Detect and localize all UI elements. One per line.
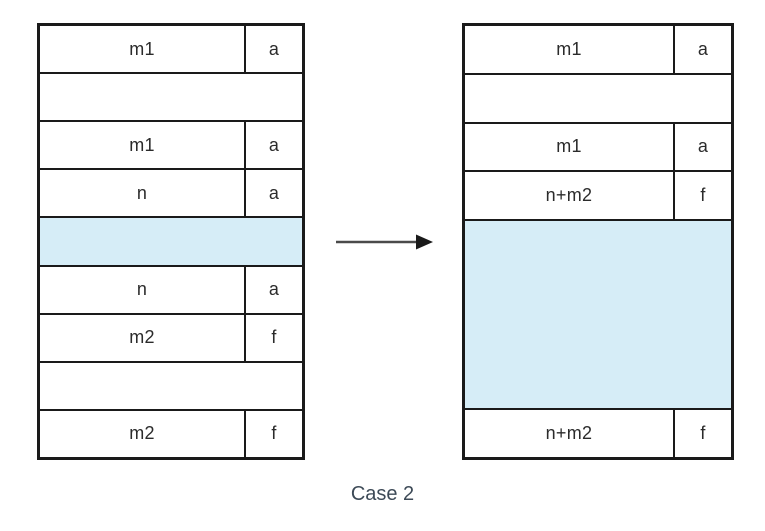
block-size-label: m1 bbox=[556, 136, 582, 157]
memory-block-row: n+m2 f bbox=[465, 172, 731, 222]
block-status-tag: a bbox=[673, 26, 731, 73]
block-size-label: n+m2 bbox=[545, 185, 593, 206]
block-status-tag: f bbox=[673, 172, 731, 220]
free-space-row bbox=[40, 218, 302, 267]
block-size-label: n+m2 bbox=[545, 423, 593, 444]
free-space-row bbox=[465, 221, 731, 411]
arrow-head bbox=[416, 234, 433, 250]
block-status-tag: a bbox=[673, 123, 731, 171]
block-status-tag: f bbox=[673, 410, 731, 458]
block-status-tag: f bbox=[244, 410, 302, 457]
block-status-tag: a bbox=[244, 266, 302, 313]
block-size-label: m1 bbox=[129, 134, 155, 155]
block-status-tag: a bbox=[244, 122, 302, 169]
blank-row bbox=[465, 74, 731, 124]
memory-block-row: m1 a bbox=[40, 122, 302, 171]
block-size-label: m1 bbox=[556, 38, 582, 59]
block-status-tag: a bbox=[244, 26, 302, 73]
block-size-label: n bbox=[136, 182, 148, 203]
block-size-label: n bbox=[136, 279, 148, 300]
memory-block-row: n+m2 f bbox=[465, 410, 731, 458]
figure-caption: Case 2 bbox=[350, 483, 415, 505]
right-arrow-icon bbox=[330, 230, 436, 254]
block-status-tag: f bbox=[244, 314, 302, 361]
blank-row bbox=[40, 74, 302, 123]
memory-layout-after: m1 a m1 a n+m2 f n+m2 f bbox=[462, 23, 734, 460]
block-size-label: m1 bbox=[129, 38, 155, 59]
blank-row bbox=[40, 362, 302, 411]
memory-block-row: m1 a bbox=[465, 123, 731, 173]
memory-block-row: m1 a bbox=[465, 26, 731, 75]
memory-block-row: m1 a bbox=[40, 26, 302, 75]
block-size-label: m2 bbox=[129, 327, 155, 348]
memory-block-row: m2 f bbox=[40, 410, 302, 457]
memory-block-row: m2 f bbox=[40, 314, 302, 363]
block-status-tag: a bbox=[244, 170, 302, 217]
block-size-label: m2 bbox=[129, 423, 155, 444]
